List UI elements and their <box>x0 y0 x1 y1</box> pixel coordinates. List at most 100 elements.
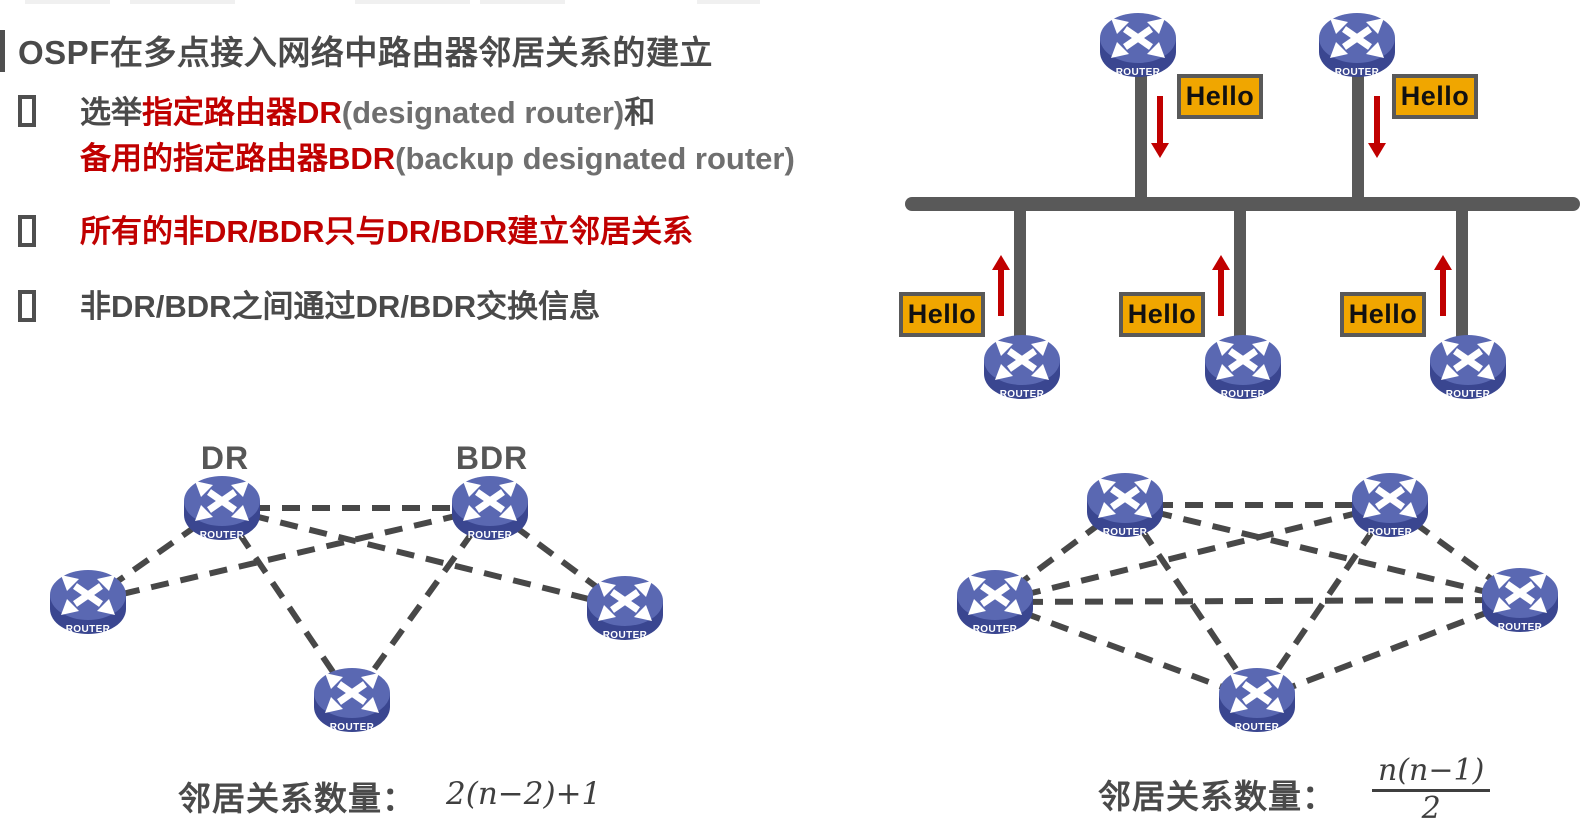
hello-router-top-1: ROUTER <box>1099 12 1177 78</box>
router-icon: ROUTER <box>957 570 1033 635</box>
bullet-segment: (designated router) <box>341 95 625 130</box>
bullet-text: 选举指定路由器DR(designated router)和备用的指定路由器BDR… <box>80 90 795 182</box>
checkbox-icon <box>18 215 36 247</box>
svg-text:ROUTER: ROUTER <box>200 530 245 541</box>
svg-text:ROUTER: ROUTER <box>973 624 1018 635</box>
dr-bdr-mesh-router-bottom: ROUTER <box>313 667 391 733</box>
router-icon: ROUTER <box>1205 335 1281 400</box>
hello-arrow-up <box>1212 255 1230 316</box>
router-link-stem <box>1014 211 1026 345</box>
dr-bdr-mesh-label-dr: DR <box>200 440 250 476</box>
svg-text:ROUTER: ROUTER <box>1368 527 1413 538</box>
hello-arrow-down <box>1368 96 1386 158</box>
formula-numerator: n(n−1) <box>1372 756 1491 792</box>
formula-denominator: 2 <box>1421 791 1441 826</box>
hello-router-top-2: ROUTER <box>1318 12 1396 78</box>
bullet-line: 备用的指定路由器BDR(backup designated router) <box>80 136 795 182</box>
full-mesh-adjacency-edge-l-r <box>994 597 1521 605</box>
dr-bdr-mesh-router-left: ROUTER <box>49 569 127 635</box>
bullet-segment: 选举 <box>80 95 142 130</box>
router-icon: ROUTER <box>587 576 663 641</box>
router-link-stem <box>1352 60 1364 197</box>
hello-router-bottom-3: ROUTER <box>1429 334 1507 400</box>
router-icon: ROUTER <box>1319 13 1395 78</box>
full-mesh-router-b: ROUTER <box>1218 667 1296 733</box>
hello-packet-label: Hello <box>1392 74 1478 119</box>
svg-text:ROUTER: ROUTER <box>330 722 375 733</box>
arrow-head <box>1434 255 1452 270</box>
checkbox-icon <box>18 95 36 127</box>
dr-bdr-mesh-router-bdr: ROUTER <box>451 475 529 541</box>
checkbox-icon <box>18 290 36 322</box>
right-neighbor-count-formula: 邻居关系数量： n(n−1) 2 <box>1098 756 1491 826</box>
arrow-shaft <box>1440 268 1446 316</box>
title-accent-bar <box>0 30 5 72</box>
top-remnant-2 <box>355 0 470 4</box>
bullet-segment: 所有的非DR/BDR只与DR/BDR建立邻居关系 <box>80 214 694 249</box>
bullet-item-1: 选举指定路由器DR(designated router)和备用的指定路由器BDR… <box>18 90 795 182</box>
bullet-text: 非DR/BDR之间通过DR/BDR交换信息 <box>80 284 600 330</box>
router-link-stem <box>1135 60 1147 197</box>
svg-text:ROUTER: ROUTER <box>1235 722 1280 733</box>
svg-text:ROUTER: ROUTER <box>66 624 111 635</box>
dr-bdr-mesh-router-dr: ROUTER <box>183 475 261 541</box>
dr-bdr-mesh-adjacency-edge-bdr-left <box>87 505 491 605</box>
svg-text:ROUTER: ROUTER <box>1116 67 1161 78</box>
bullet-text: 所有的非DR/BDR只与DR/BDR建立邻居关系 <box>80 209 693 255</box>
svg-text:ROUTER: ROUTER <box>1103 527 1148 538</box>
page-title: OSPF在多点接入网络中路由器邻居关系的建立 <box>18 34 713 71</box>
left-neighbor-count-formula: 邻居关系数量： 2(n−2)+1 <box>178 772 601 820</box>
full-mesh-router-tl: ROUTER <box>1086 472 1164 538</box>
bullet-line: 非DR/BDR之间通过DR/BDR交换信息 <box>80 284 600 330</box>
svg-text:ROUTER: ROUTER <box>468 530 513 541</box>
neighbor-count-label-right: 邻居关系数量： <box>1098 778 1336 815</box>
router-link-stem <box>1234 211 1246 345</box>
arrow-head <box>992 255 1010 270</box>
full-mesh-router-r: ROUTER <box>1481 567 1559 633</box>
svg-text:ROUTER: ROUTER <box>1000 389 1045 400</box>
ethernet-bus <box>905 197 1580 211</box>
arrow-shaft <box>998 268 1004 316</box>
router-icon: ROUTER <box>1100 13 1176 78</box>
full-mesh-adjacency-edge-tl-r <box>1124 502 1521 603</box>
bullet-item-3: 非DR/BDR之间通过DR/BDR交换信息 <box>18 284 600 330</box>
top-remnant-4 <box>697 0 760 4</box>
full-mesh-router-tr: ROUTER <box>1351 472 1429 538</box>
bullet-segment: 备用的指定路由器BDR <box>80 141 396 176</box>
router-icon: ROUTER <box>314 668 390 733</box>
bullet-line: 选举指定路由器DR(designated router)和 <box>80 90 795 136</box>
hello-router-bottom-1: ROUTER <box>983 334 1061 400</box>
bullet-segment: 和 <box>624 95 656 130</box>
arrow-shaft <box>1374 96 1380 145</box>
hello-arrow-up <box>992 255 1010 316</box>
full-mesh-adjacency-edge-tr-l <box>994 502 1391 605</box>
bullet-segment: 指定路由器DR <box>142 95 342 130</box>
top-remnant-3 <box>480 0 565 4</box>
router-icon: ROUTER <box>1482 568 1558 633</box>
router-icon: ROUTER <box>452 476 528 541</box>
hello-packet-label: Hello <box>899 292 985 337</box>
router-icon: ROUTER <box>1430 335 1506 400</box>
arrow-shaft <box>1157 96 1163 145</box>
hello-packet-label: Hello <box>1340 292 1426 337</box>
router-icon: ROUTER <box>1219 668 1295 733</box>
bullet-item-2: 所有的非DR/BDR只与DR/BDR建立邻居关系 <box>18 209 693 255</box>
top-remnant-0 <box>25 0 110 4</box>
dr-bdr-mesh-label-bdr: BDR <box>455 440 529 476</box>
top-remnant-1 <box>130 0 235 4</box>
dr-bdr-formula-value: 2(n−2)+1 <box>446 776 602 812</box>
hello-packet-label: Hello <box>1119 292 1205 337</box>
hello-packet-label: Hello <box>1177 74 1263 119</box>
bullet-line: 所有的非DR/BDR只与DR/BDR建立邻居关系 <box>80 209 693 255</box>
router-link-stem <box>1456 211 1468 345</box>
dr-bdr-mesh-adjacency-edge-dr-right <box>221 505 626 611</box>
svg-text:ROUTER: ROUTER <box>1335 67 1380 78</box>
neighbor-count-label-left: 邻居关系数量： <box>178 780 416 817</box>
full-mesh-formula-value: n(n−1) 2 <box>1372 756 1491 826</box>
router-icon: ROUTER <box>184 476 260 541</box>
router-icon: ROUTER <box>1352 473 1428 538</box>
svg-text:ROUTER: ROUTER <box>1446 389 1491 400</box>
arrow-head <box>1212 255 1230 270</box>
hello-arrow-up <box>1434 255 1452 316</box>
